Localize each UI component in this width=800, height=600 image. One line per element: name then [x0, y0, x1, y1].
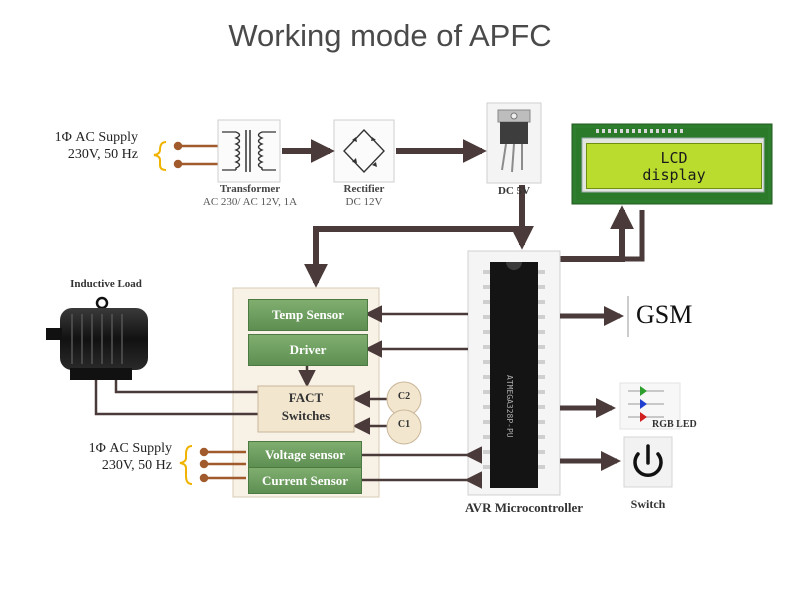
voltage-sensor-block: Voltage sensor	[248, 441, 362, 468]
top-ac-wires	[173, 141, 222, 169]
lcd-line1: LCD	[660, 149, 688, 167]
chip-marking: ATMEGA328P-PU	[505, 375, 514, 438]
rectifier-spec: DC 12V	[345, 196, 383, 208]
rgb-led-icon	[619, 382, 681, 430]
top-power-arrows	[282, 139, 645, 288]
top-ac-supply-label-line1: 1Φ AC Supply	[54, 130, 138, 145]
inductive-load-label: Inductive Load	[70, 278, 142, 290]
bottom-ac-brace	[179, 445, 193, 485]
fact-switches-label-line2: Switches	[281, 408, 331, 423]
gsm-label: GSM	[636, 300, 693, 329]
driver-block: Driver	[248, 334, 368, 366]
mcu-output-arrows	[560, 306, 624, 471]
rgb-led-label: RGB LED	[652, 419, 697, 430]
microcontroller-chip	[467, 250, 561, 496]
lcd-screen: LCD display	[586, 143, 762, 189]
transformer-label: Transformer	[219, 183, 281, 195]
power-switch-icon	[623, 436, 673, 488]
top-ac-brace	[153, 141, 167, 171]
rectifier-icon	[333, 119, 395, 183]
mcu-control-arrows	[298, 305, 482, 489]
fact-switches-label-line1: FACT	[288, 390, 324, 405]
capacitor-c2-label: C2	[397, 391, 411, 402]
transformer-icon	[217, 119, 281, 183]
diagram-title: Working mode of APFC	[228, 18, 552, 53]
load-wiring	[94, 380, 258, 416]
bottom-ac-wires	[199, 447, 246, 483]
regulator-label: DC 5V	[497, 185, 531, 197]
inductive-load-motor-icon	[46, 296, 148, 380]
switch-label: Switch	[630, 497, 666, 511]
transformer-spec: AC 230/ AC 12V, 1A	[202, 196, 298, 208]
top-ac-supply-label-line2: 230V, 50 Hz	[67, 147, 138, 162]
microcontroller-label: AVR Microcontroller	[464, 500, 584, 515]
temp-sensor-block: Temp Sensor	[248, 299, 368, 331]
lcd-line2: display	[642, 166, 706, 184]
rectifier-label: Rectifier	[343, 183, 385, 195]
bottom-ac-supply-label-line2: 230V, 50 Hz	[101, 458, 172, 473]
bottom-ac-supply-label-line1: 1Φ AC Supply	[88, 441, 172, 456]
capacitor-circles	[386, 381, 422, 445]
capacitor-c1-label: C1	[397, 419, 411, 430]
fact-switches-box	[257, 385, 355, 433]
current-sensor-block: Current Sensor	[248, 467, 362, 494]
regulator-icon	[486, 102, 542, 184]
